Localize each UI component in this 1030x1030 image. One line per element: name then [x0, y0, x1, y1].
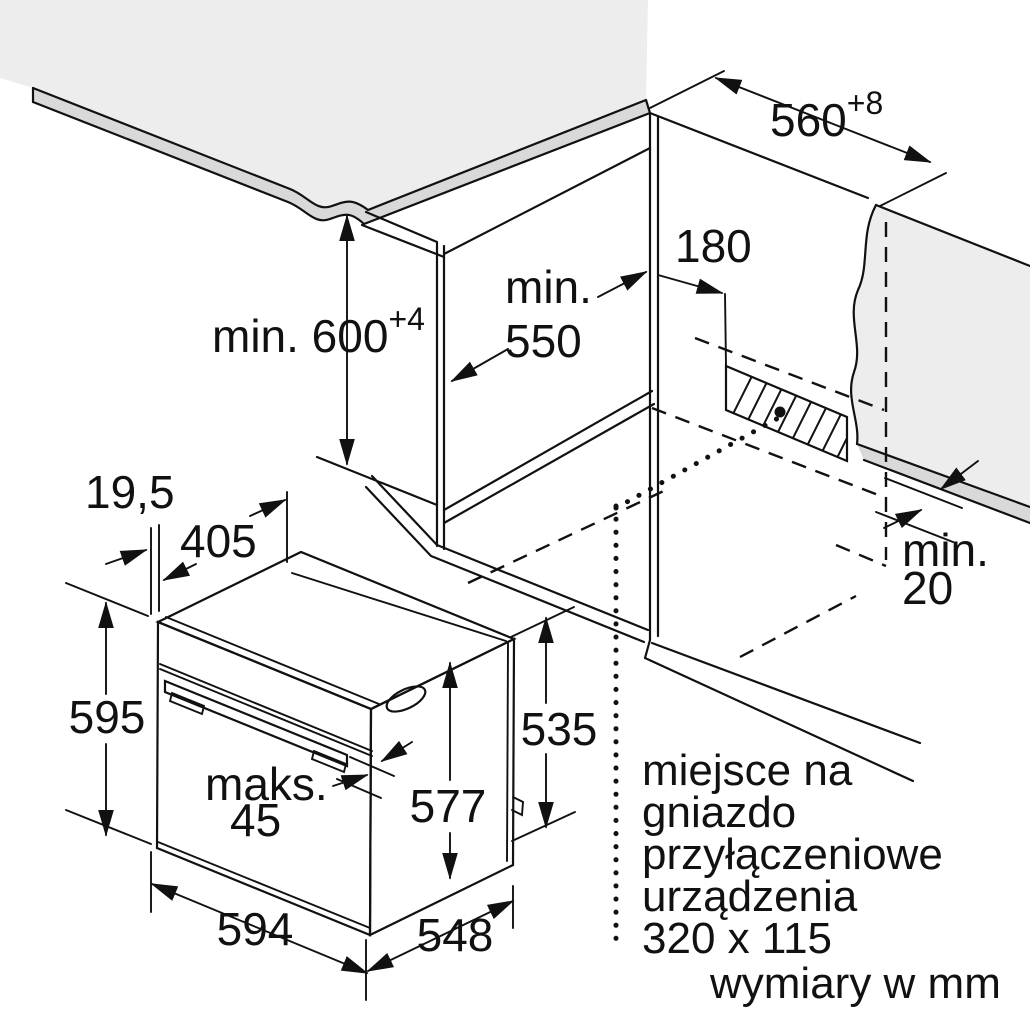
note-line-4: urządzenia	[642, 872, 858, 921]
label-depth-550: 550	[505, 315, 582, 367]
note-line-5: 320 x 115	[642, 914, 832, 963]
plinth-edge-1	[650, 641, 922, 745]
wall-torn-edge	[849, 203, 878, 446]
note-line-2: gniazdo	[642, 788, 796, 837]
label-frame-thickness: 19,5	[85, 466, 175, 518]
dim-front-width-594	[150, 851, 369, 1001]
rear-wall-panel	[849, 203, 1030, 525]
handle-mount-right	[310, 749, 348, 774]
dim-socket-offset-180	[597, 271, 727, 367]
countertop-edge-band	[33, 88, 650, 224]
handle-mount-left	[168, 691, 206, 716]
socket-point	[774, 406, 786, 418]
label-top-depth: 405	[180, 515, 257, 567]
dim-frame-thickness-195	[105, 524, 160, 615]
control-panel-edge	[159, 663, 373, 752]
label-handle-maks: maks.	[205, 758, 328, 810]
dim-niche-width-560	[649, 70, 947, 207]
niche-top-edge	[442, 146, 652, 256]
dim-casing-depth-548	[366, 885, 515, 972]
dim-back-gap-20	[875, 460, 979, 543]
units-note: wymiary w mm	[709, 959, 1001, 1008]
label-casing-height: 577	[410, 780, 487, 832]
dim-front-height-595	[65, 582, 152, 845]
label-height: min. 600+4	[212, 301, 425, 362]
label-niche-width: 560+8	[770, 85, 883, 146]
dim-depth-550	[450, 348, 509, 382]
label-front-width: 594	[217, 903, 294, 955]
niche-floor-front-edge	[442, 389, 654, 512]
label-front-height: 595	[69, 691, 146, 743]
label-depth-min: min.	[505, 261, 592, 313]
socket-note: miejsce na gniazdo przyłączeniowe urządz…	[642, 746, 1001, 1008]
side-grip-opening	[385, 685, 427, 713]
plinth-step	[643, 638, 652, 660]
cabinet-niche	[315, 111, 922, 783]
dim-handle-45	[332, 740, 413, 799]
plinth-edge-2	[643, 656, 915, 783]
label-rear-height: 535	[521, 703, 598, 755]
label-socket-offset: 180	[675, 220, 752, 272]
door-handle	[163, 679, 349, 768]
oven-casing-top-edge	[291, 572, 507, 642]
label-back-gap-20: 20	[902, 562, 953, 614]
oven	[155, 550, 524, 937]
label-casing-depth: 548	[417, 909, 494, 961]
cabinet-bottom-edge	[370, 474, 650, 632]
dim-top-depth-405	[162, 491, 288, 581]
countertop-surface	[0, 0, 648, 210]
alignment-dotted-lines	[613, 413, 785, 953]
label-back-gap-min: min.	[902, 524, 989, 576]
countertop	[0, 0, 870, 259]
dim-rear-height-535	[510, 606, 576, 842]
wall-surface	[851, 205, 1030, 507]
note-line-3: przyłączeniowe	[642, 830, 943, 879]
note-line-1: miejsce na	[642, 746, 853, 795]
label-handle-45: 45	[230, 794, 281, 846]
oven-back-step	[511, 796, 524, 817]
hidden-edges	[467, 222, 888, 659]
